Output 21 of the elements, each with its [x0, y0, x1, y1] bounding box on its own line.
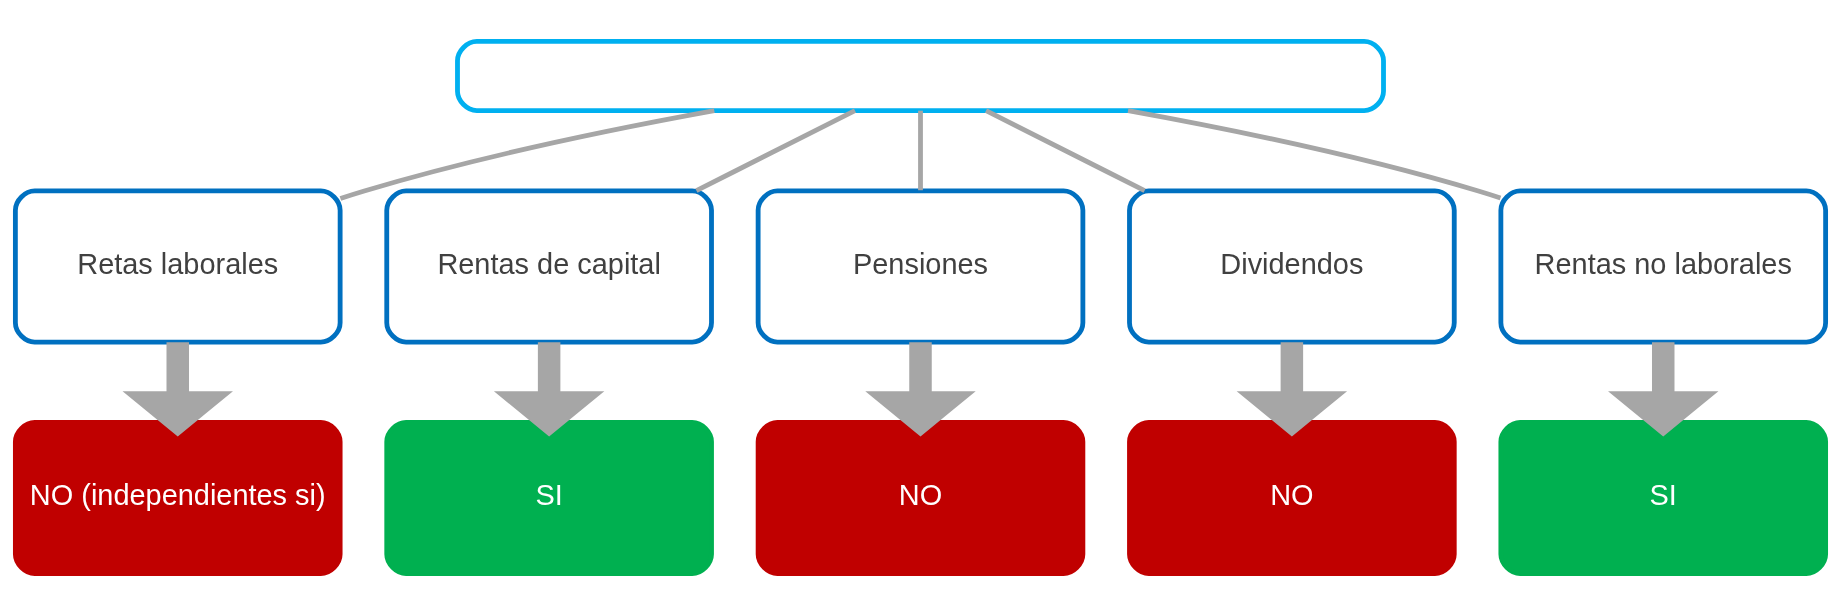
connector: [984, 108, 1146, 193]
node-box: SI: [1498, 420, 1829, 576]
node-box: NO: [755, 420, 1086, 576]
arrow: [865, 342, 976, 437]
node-box: Rentas de capital: [384, 188, 714, 345]
node-box: [455, 39, 1386, 113]
connector: [339, 108, 715, 201]
arrow: [493, 342, 605, 437]
node-box: NO: [1127, 420, 1457, 576]
arrow: [122, 342, 233, 437]
arrow: [1608, 342, 1719, 437]
node-box: Retas laborales: [12, 188, 343, 345]
node-box: Dividendos: [1127, 188, 1457, 345]
connector: [1127, 108, 1502, 201]
node-box: Rentas no laborales: [1498, 188, 1829, 345]
connector: [695, 108, 857, 193]
node-box: NO (independientes si): [12, 420, 343, 576]
node-box: Pensiones: [755, 188, 1086, 345]
node-box: SI: [384, 420, 714, 576]
connector: [918, 110, 923, 191]
arrow: [1236, 342, 1348, 437]
